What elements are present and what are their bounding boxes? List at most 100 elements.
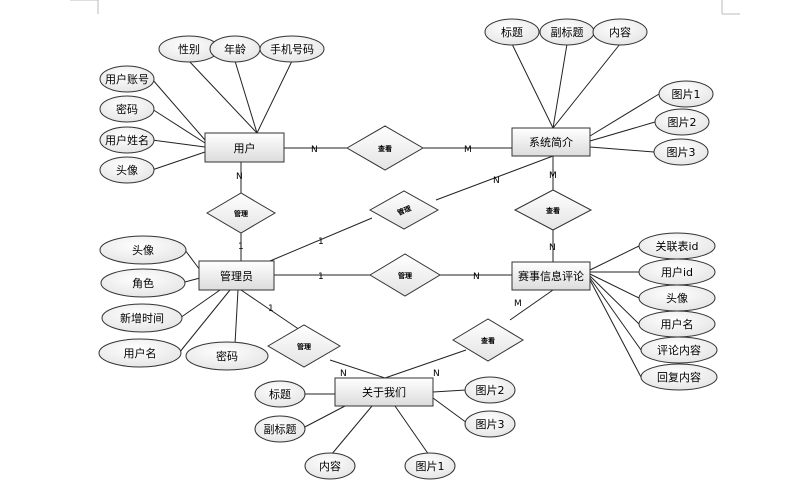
cardinality-label: N xyxy=(340,369,347,379)
relationship-comment-about-label: 查看 xyxy=(481,336,495,345)
attribute-about-us-4: 图片2 xyxy=(464,376,516,404)
attribute-label: 图片2 xyxy=(668,116,697,129)
attribute-ellipse xyxy=(653,138,709,166)
page-corner-mark-left xyxy=(70,0,99,14)
attribute-label: 标题 xyxy=(501,25,523,39)
cardinality-label: 1 xyxy=(238,242,244,252)
relationship-admin-system: 管理 xyxy=(368,190,440,230)
attribute-admin-0: 头像 xyxy=(99,235,187,265)
attribute-ellipse xyxy=(99,65,155,93)
attribute-about-us-1: 副标题 xyxy=(254,415,306,443)
entity-system-intro: 系统简介 xyxy=(511,127,591,157)
entity-system-intro-label: 系统简介 xyxy=(529,135,573,149)
attribute-event-comment-3: 用户名 xyxy=(638,310,716,338)
cardinality-label: N xyxy=(493,176,500,186)
attribute-system-intro-4: 图片2 xyxy=(654,108,710,136)
attribute-ellipse xyxy=(592,18,648,46)
cardinality-label: 1 xyxy=(268,304,274,314)
attribute-ellipse xyxy=(254,415,306,443)
cardinality-label: N xyxy=(236,172,243,182)
attribute-label: 年龄 xyxy=(224,42,246,56)
attribute-admin-4: 密码 xyxy=(185,341,269,371)
attribute-label: 评论内容 xyxy=(657,343,701,357)
attribute-system-intro-0: 标题 xyxy=(484,18,540,46)
attribute-system-intro-5: 图片3 xyxy=(653,138,709,166)
attribute-ellipse xyxy=(101,303,183,333)
attribute-ellipse xyxy=(640,336,718,364)
relationship-system-comment: 查看 xyxy=(513,189,593,231)
attribute-label: 标题 xyxy=(269,387,291,401)
attribute-label: 图片1 xyxy=(416,460,445,473)
attribute-event-comment-4: 评论内容 xyxy=(640,336,718,364)
attribute-label: 用户名 xyxy=(661,317,694,331)
attribute-ellipse xyxy=(484,18,540,46)
attribute-ellipse xyxy=(304,452,356,480)
relationship-admin-comment-label: 管理 xyxy=(398,271,412,280)
attribute-event-comment-5: 回复内容 xyxy=(640,363,718,391)
entity-about-us: 关于我们 xyxy=(334,377,434,407)
attribute-label: 副标题 xyxy=(264,422,297,436)
attribute-system-intro-1: 副标题 xyxy=(539,18,595,46)
relationship-admin-comment: 管理 xyxy=(369,253,441,297)
relationship-admin-about: 管理 xyxy=(267,324,341,368)
attribute-ellipse xyxy=(464,376,516,404)
attribute-about-us-5: 图片3 xyxy=(464,410,516,438)
attribute-label: 用户id xyxy=(661,265,693,279)
attribute-label: 副标题 xyxy=(551,25,584,39)
attribute-label: 用户姓名 xyxy=(105,133,149,147)
attribute-ellipse xyxy=(254,380,306,408)
attribute-label: 内容 xyxy=(609,25,631,39)
entity-admin: 管理员 xyxy=(198,260,275,291)
attribute-user-5: 用户姓名 xyxy=(99,126,155,154)
cardinality-label: N xyxy=(311,145,318,155)
cardinality-label: N xyxy=(549,243,556,253)
attribute-ellipse xyxy=(658,80,714,108)
attribute-about-us-2: 内容 xyxy=(304,452,356,480)
relationship-system-comment-label: 查看 xyxy=(546,206,560,215)
relationship-comment-about: 查看 xyxy=(452,318,524,362)
attribute-label: 头像 xyxy=(666,292,688,305)
entity-event-comment: 赛事信息评论 xyxy=(511,261,591,291)
attribute-label: 内容 xyxy=(319,459,341,473)
relationship-user-system: 查看 xyxy=(346,125,424,171)
attribute-ellipse xyxy=(99,156,155,184)
cardinality-label: M xyxy=(549,171,557,181)
attribute-about-us-3: 图片1 xyxy=(404,452,456,480)
attribute-admin-1: 角色 xyxy=(100,268,186,298)
entity-admin-label: 管理员 xyxy=(220,269,253,283)
entity-event-comment-label: 赛事信息评论 xyxy=(518,269,584,283)
attribute-ellipse xyxy=(640,363,718,391)
attribute-label: 角色 xyxy=(132,276,154,290)
cardinality-label: N xyxy=(473,272,480,282)
attribute-label: 新增时间 xyxy=(120,311,164,325)
attribute-label: 用户名 xyxy=(124,346,157,360)
cardinality-label: N xyxy=(433,369,440,379)
entity-about-us-label: 关于我们 xyxy=(362,385,406,399)
cardinality-label: M xyxy=(464,145,472,155)
attribute-label: 图片2 xyxy=(476,384,505,397)
relationship-user-admin: 管理 xyxy=(206,192,276,234)
attribute-about-us-0: 标题 xyxy=(254,380,306,408)
attribute-ellipse xyxy=(98,338,182,368)
attribute-label: 图片3 xyxy=(667,146,696,159)
cardinality-label: 1 xyxy=(318,237,324,247)
connector-lines xyxy=(151,43,660,456)
attribute-label: 用户账号 xyxy=(105,72,149,86)
attribute-label: 头像 xyxy=(132,244,154,257)
relationship-user-admin-label: 管理 xyxy=(234,209,248,218)
page-corner-mark-right xyxy=(721,0,740,15)
attribute-user-2: 手机号码 xyxy=(259,35,325,63)
entity-user-label: 用户 xyxy=(234,141,256,155)
attribute-label: 手机号码 xyxy=(270,42,314,56)
cardinality-labels: N M N 1 1 N 1 N M N 1 N M N xyxy=(236,145,557,379)
attribute-event-comment-1: 用户id xyxy=(638,258,716,286)
relationship-admin-about-label: 管理 xyxy=(297,342,311,351)
attribute-label: 密码 xyxy=(116,102,138,116)
attribute-event-comment-2: 头像 xyxy=(638,284,716,312)
attribute-label: 回复内容 xyxy=(657,370,701,384)
attribute-admin-2: 新增时间 xyxy=(101,303,183,333)
attribute-label: 图片3 xyxy=(476,418,505,431)
attribute-ellipse xyxy=(99,95,155,123)
attribute-label: 关联表id xyxy=(655,239,698,253)
attributes: 性别年龄手机号码用户账号密码用户姓名头像标题副标题内容图片1图片2图片3头像角色… xyxy=(98,18,718,480)
